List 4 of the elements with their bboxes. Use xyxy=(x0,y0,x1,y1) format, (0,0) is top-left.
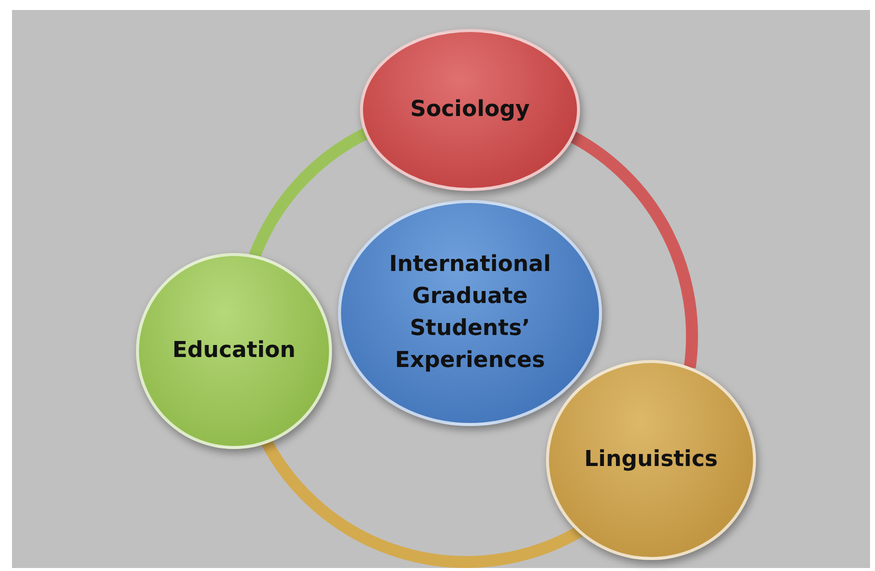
topic-label: Linguistics xyxy=(584,446,718,474)
topic-label: International Graduate Students’ Experiences xyxy=(388,251,552,375)
topic-label: Sociology xyxy=(410,96,530,124)
topic-label: Education xyxy=(172,337,296,366)
